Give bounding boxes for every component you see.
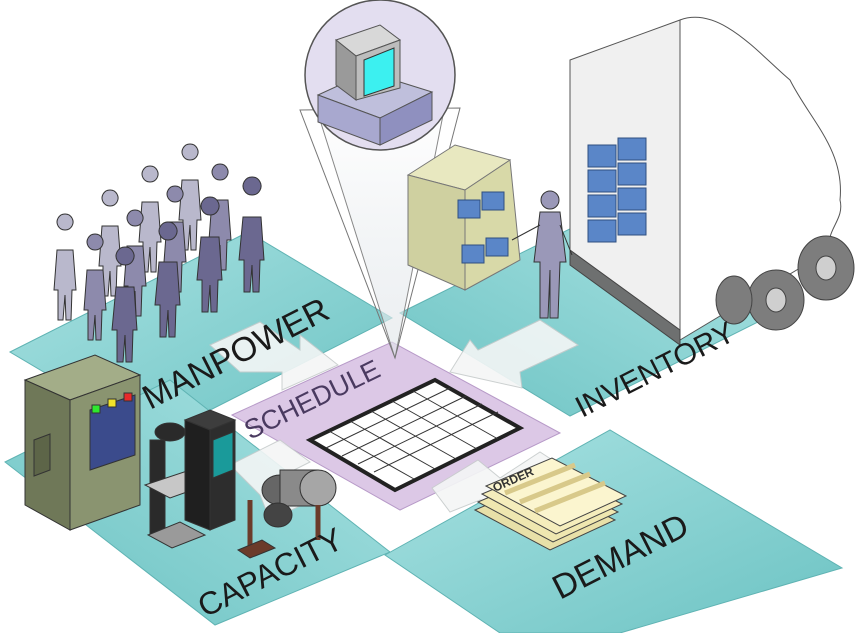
- truck-illustration: [569, 16, 855, 346]
- red-light-icon: [123, 392, 133, 402]
- demand-tile: [384, 429, 844, 633]
- green-light-icon: [91, 404, 101, 414]
- capacity-machines: [23, 354, 337, 559]
- manpower-people: [53, 143, 265, 363]
- order-documents: [473, 457, 628, 551]
- truck-wheels: [715, 235, 855, 331]
- schedule-grid: [305, 377, 525, 493]
- inventory-shelf: [406, 144, 521, 291]
- arrow-from-manpower: [209, 321, 339, 391]
- truck-cargo-boxes: [587, 137, 647, 243]
- yellow-light-icon: [107, 398, 117, 408]
- worker-figure: [511, 190, 573, 319]
- monitor-icon: [316, 24, 434, 146]
- arrow-from-inventory: [449, 319, 580, 389]
